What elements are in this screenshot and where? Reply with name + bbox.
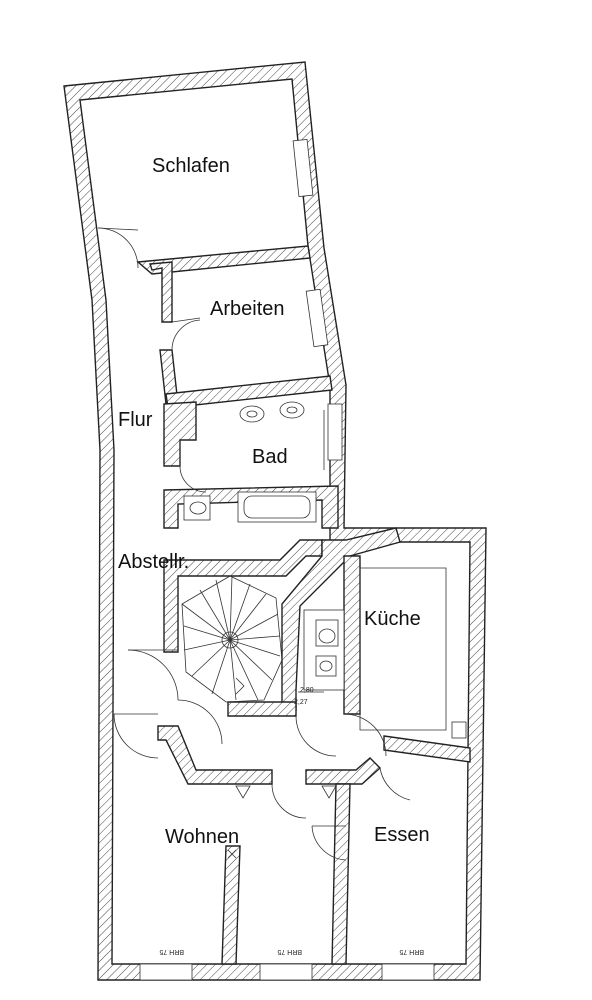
sink-icon bbox=[239, 405, 265, 423]
wall-stair-right bbox=[281, 527, 401, 711]
room-label-arbeiten: Arbeiten bbox=[210, 298, 285, 320]
columns bbox=[227, 785, 337, 859]
sink-icon bbox=[315, 655, 337, 677]
wall-wohnen-top-right bbox=[305, 757, 382, 785]
room-label-flur: Flur bbox=[118, 409, 153, 431]
kitchen-counter bbox=[359, 567, 467, 739]
wall-wohnen-top-left bbox=[157, 725, 273, 785]
wc-fixtures: 2,80 2,27 bbox=[294, 609, 345, 706]
toilet-icon bbox=[315, 619, 339, 647]
room-label-schlafen: Schlafen bbox=[152, 155, 230, 177]
room-label-wohnen: Wohnen bbox=[165, 826, 239, 848]
wall-wohnen-essen bbox=[331, 783, 351, 965]
window-label: BRH 75 bbox=[399, 948, 424, 955]
bathtub-icon bbox=[237, 491, 317, 523]
room-label-kueche: Küche bbox=[364, 608, 421, 630]
room-label-abstellraum: Abstellr. bbox=[118, 551, 189, 573]
wc-note-1: 2,80 bbox=[300, 687, 314, 694]
window-label: BRH 75 bbox=[277, 948, 302, 955]
bath-fixtures bbox=[183, 401, 325, 523]
room-label-essen: Essen bbox=[374, 824, 430, 846]
doors bbox=[97, 227, 411, 861]
wall-schlafen-bottom bbox=[136, 245, 311, 275]
wall-kueche-bottom bbox=[383, 735, 471, 763]
sink-icon bbox=[279, 401, 305, 419]
window-label: BRH 75 bbox=[159, 948, 184, 955]
room-label-bad: Bad bbox=[252, 446, 288, 468]
wall-wc-right bbox=[343, 555, 361, 715]
wall-arbeiten-left bbox=[149, 261, 173, 323]
wall-wohnen-column bbox=[221, 845, 241, 965]
wall-abstell-bottom bbox=[163, 539, 323, 653]
wall-stair-bottom bbox=[227, 701, 297, 717]
exterior-wall bbox=[63, 61, 487, 981]
spiral-staircase bbox=[181, 575, 283, 703]
windows bbox=[139, 138, 435, 981]
wc-note-2: 2,27 bbox=[294, 699, 308, 706]
